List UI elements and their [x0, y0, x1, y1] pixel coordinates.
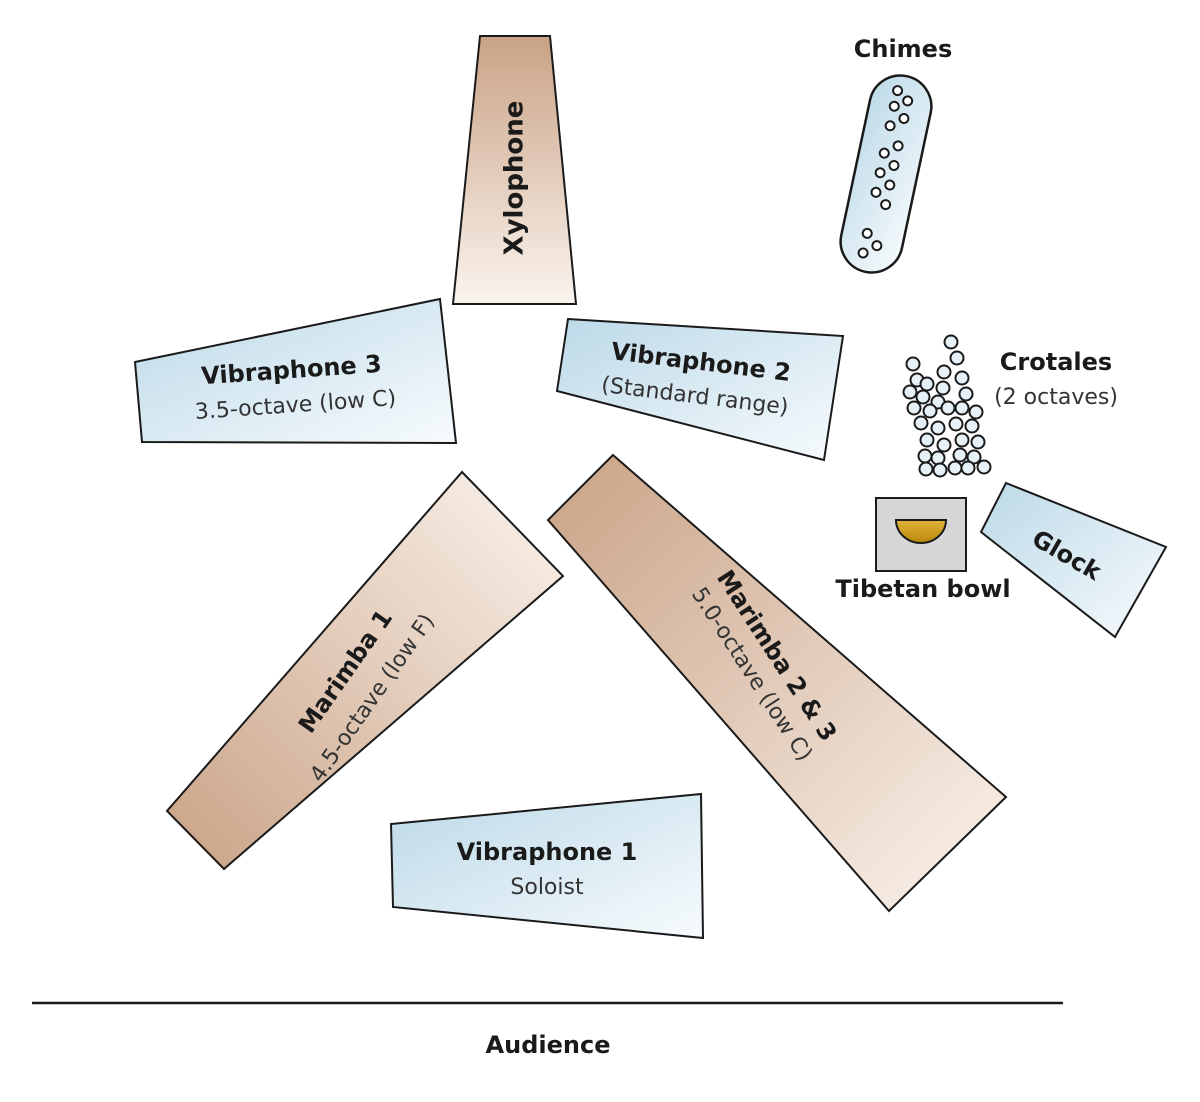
- tibetan-bowl-label: Tibetan bowl: [835, 575, 1010, 603]
- chime-tube: [884, 179, 896, 191]
- glock: Glock: [979, 481, 1168, 639]
- crotale-disc: [954, 370, 970, 386]
- chime-tube: [888, 100, 900, 112]
- chime-tube: [902, 95, 914, 107]
- crotale-disc: [952, 447, 968, 463]
- audience-label: Audience: [486, 1031, 611, 1059]
- xylophone-label: Xylophone: [500, 101, 530, 256]
- tibetan-bowl: Tibetan bowl: [835, 497, 1011, 603]
- marimba-1: Marimba 1 4.5-octave (low F): [165, 470, 565, 871]
- chimes: Chimes: [839, 35, 953, 274]
- chimes-rack: [839, 74, 933, 274]
- chime-tube: [871, 240, 883, 252]
- crotale-disc: [943, 334, 959, 350]
- audience: Audience: [32, 1001, 1063, 1059]
- chime-tube: [888, 159, 900, 171]
- tibetan-bowl-icon: [894, 519, 948, 544]
- crotale-disc: [919, 432, 935, 448]
- vibraphone-2-shape: [555, 317, 845, 462]
- xylophone: Xylophone: [451, 35, 578, 305]
- vibraphone-3: Vibraphone 3 3.5-octave (low C): [133, 297, 458, 445]
- crotale-disc: [919, 376, 935, 392]
- vibraphone-1-shape: [389, 792, 705, 940]
- crotale-disc: [935, 380, 951, 396]
- vibraphone-2: Vibraphone 2 (Standard range): [555, 317, 845, 462]
- crotales-label: Crotales: [1000, 348, 1112, 376]
- chime-tube: [874, 167, 886, 179]
- crotale-disc: [949, 350, 965, 366]
- crotale-disc: [970, 434, 986, 450]
- crotale-disc: [947, 460, 963, 476]
- crotale-disc: [976, 459, 992, 475]
- chime-tube: [898, 113, 910, 125]
- chime-tube: [861, 227, 873, 239]
- marimba-1-shape: [165, 470, 565, 871]
- chime-tube: [878, 147, 890, 159]
- crotale-disc: [960, 460, 976, 476]
- crotales: Crotales (2 octaves): [902, 334, 1118, 478]
- chimes-label: Chimes: [854, 35, 953, 63]
- chime-tube: [857, 247, 869, 259]
- crotale-disc: [917, 448, 933, 464]
- chime-tube: [884, 120, 896, 132]
- chime-tubes: [857, 85, 914, 259]
- chime-tube: [892, 85, 904, 97]
- chime-tube: [870, 186, 882, 198]
- crotale-disc: [964, 418, 980, 434]
- crotale-disc: [905, 356, 921, 372]
- crotale-disc: [913, 415, 929, 431]
- crotale-disc: [932, 462, 948, 478]
- crotale-disc: [902, 384, 918, 400]
- crotale-disc: [906, 400, 922, 416]
- crotale-disc: [958, 386, 974, 402]
- glock-shape: [979, 481, 1168, 639]
- vibraphone-3-shape: [133, 297, 458, 445]
- crotale-disc: [930, 450, 946, 466]
- vibraphone-1-detail: Soloist: [510, 875, 584, 900]
- crotale-disc: [936, 364, 952, 380]
- crotale-discs: [902, 334, 992, 478]
- xylophone-shape: [451, 35, 578, 305]
- marimba-2-and-3-shape: [546, 453, 1008, 913]
- crotales-detail: (2 octaves): [994, 385, 1118, 410]
- crotale-disc: [948, 416, 964, 432]
- chime-tube: [880, 199, 892, 211]
- crotale-disc: [915, 389, 931, 405]
- crotale-disc: [936, 437, 952, 453]
- crotale-disc: [918, 461, 934, 477]
- crotale-disc: [922, 403, 938, 419]
- crotale-disc: [930, 420, 946, 436]
- vibraphone-1: Vibraphone 1 Soloist: [389, 792, 705, 940]
- crotale-disc: [940, 400, 956, 416]
- chime-tube: [892, 140, 904, 152]
- crotale-disc: [954, 400, 970, 416]
- crotale-disc: [968, 404, 984, 420]
- crotale-disc: [954, 432, 970, 448]
- vibraphone-1-label: Vibraphone 1: [457, 838, 638, 866]
